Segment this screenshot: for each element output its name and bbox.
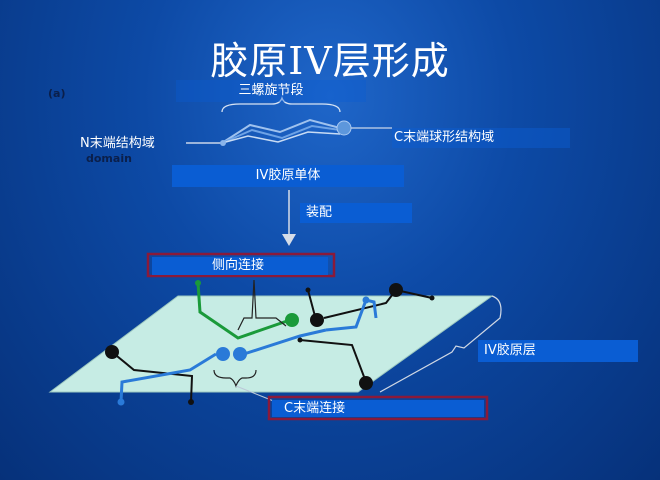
layer-brace	[379, 295, 502, 393]
triple-helix-label: 三螺旋节段	[176, 80, 366, 102]
lateral-label: 侧向连接	[152, 257, 328, 275]
lateral-brace	[237, 279, 287, 331]
black-globule-a	[310, 313, 324, 327]
black-globule-c	[359, 376, 373, 390]
slide-title: 胶原IV层形成	[210, 39, 450, 83]
n-terminal-label: N末端结构域	[80, 134, 184, 154]
green-chain	[196, 282, 291, 340]
lateral-text: 侧向连接	[212, 258, 265, 273]
n-terminal-text: N末端结构域	[80, 136, 155, 151]
black-chain-b	[323, 288, 433, 319]
blue-globule-left	[216, 347, 230, 361]
black-chain-d-end	[188, 399, 194, 405]
c-terminal-globule	[336, 120, 352, 136]
monomer-label: IV胶原单体	[172, 165, 404, 187]
c-link-label: C末端连接	[272, 400, 484, 417]
layer-text: IV胶原层	[484, 343, 536, 358]
monomer-text: IV胶原单体	[255, 168, 321, 183]
c-terminal-label: C末端球形结构域	[392, 128, 570, 148]
blue-chain-c-end	[117, 398, 125, 406]
n-terminal-knob	[220, 140, 226, 146]
c-link-text: C末端连接	[284, 401, 346, 416]
black-chain-d	[111, 351, 194, 403]
blue-chain-b	[243, 328, 327, 356]
black-chain-a-end	[305, 287, 311, 293]
green-globule	[285, 313, 299, 327]
black-chain-c	[299, 339, 367, 383]
blue-globule-right	[233, 347, 247, 361]
lateral-highlight	[146, 252, 336, 278]
blue-chain-a-end	[362, 296, 370, 304]
triple-helix-text: 三螺旋节段	[238, 83, 304, 98]
black-globule-b	[389, 283, 403, 297]
faint-domain-text: domain	[86, 152, 132, 165]
assembly-text: 装配	[306, 205, 333, 220]
blue-chain-c	[119, 352, 217, 403]
layer-label: IV胶原层	[478, 340, 638, 362]
assembly-arrow	[282, 190, 296, 246]
assembly-label: 装配	[300, 203, 412, 223]
c-link-highlight	[267, 395, 489, 421]
black-chain-c-end	[297, 337, 303, 343]
helix-strand-3	[221, 131, 341, 144]
green-chain-end	[195, 280, 201, 286]
c-terminal-text: C末端球形结构域	[394, 130, 495, 145]
helix-strand-2	[221, 124, 341, 144]
helix-strand-1	[221, 118, 341, 144]
monomer-figure	[186, 95, 392, 146]
black-chain-b-end	[429, 295, 435, 301]
helix-brace	[221, 95, 341, 113]
panel-label: (a)	[48, 87, 66, 100]
black-globule-d	[105, 345, 119, 359]
